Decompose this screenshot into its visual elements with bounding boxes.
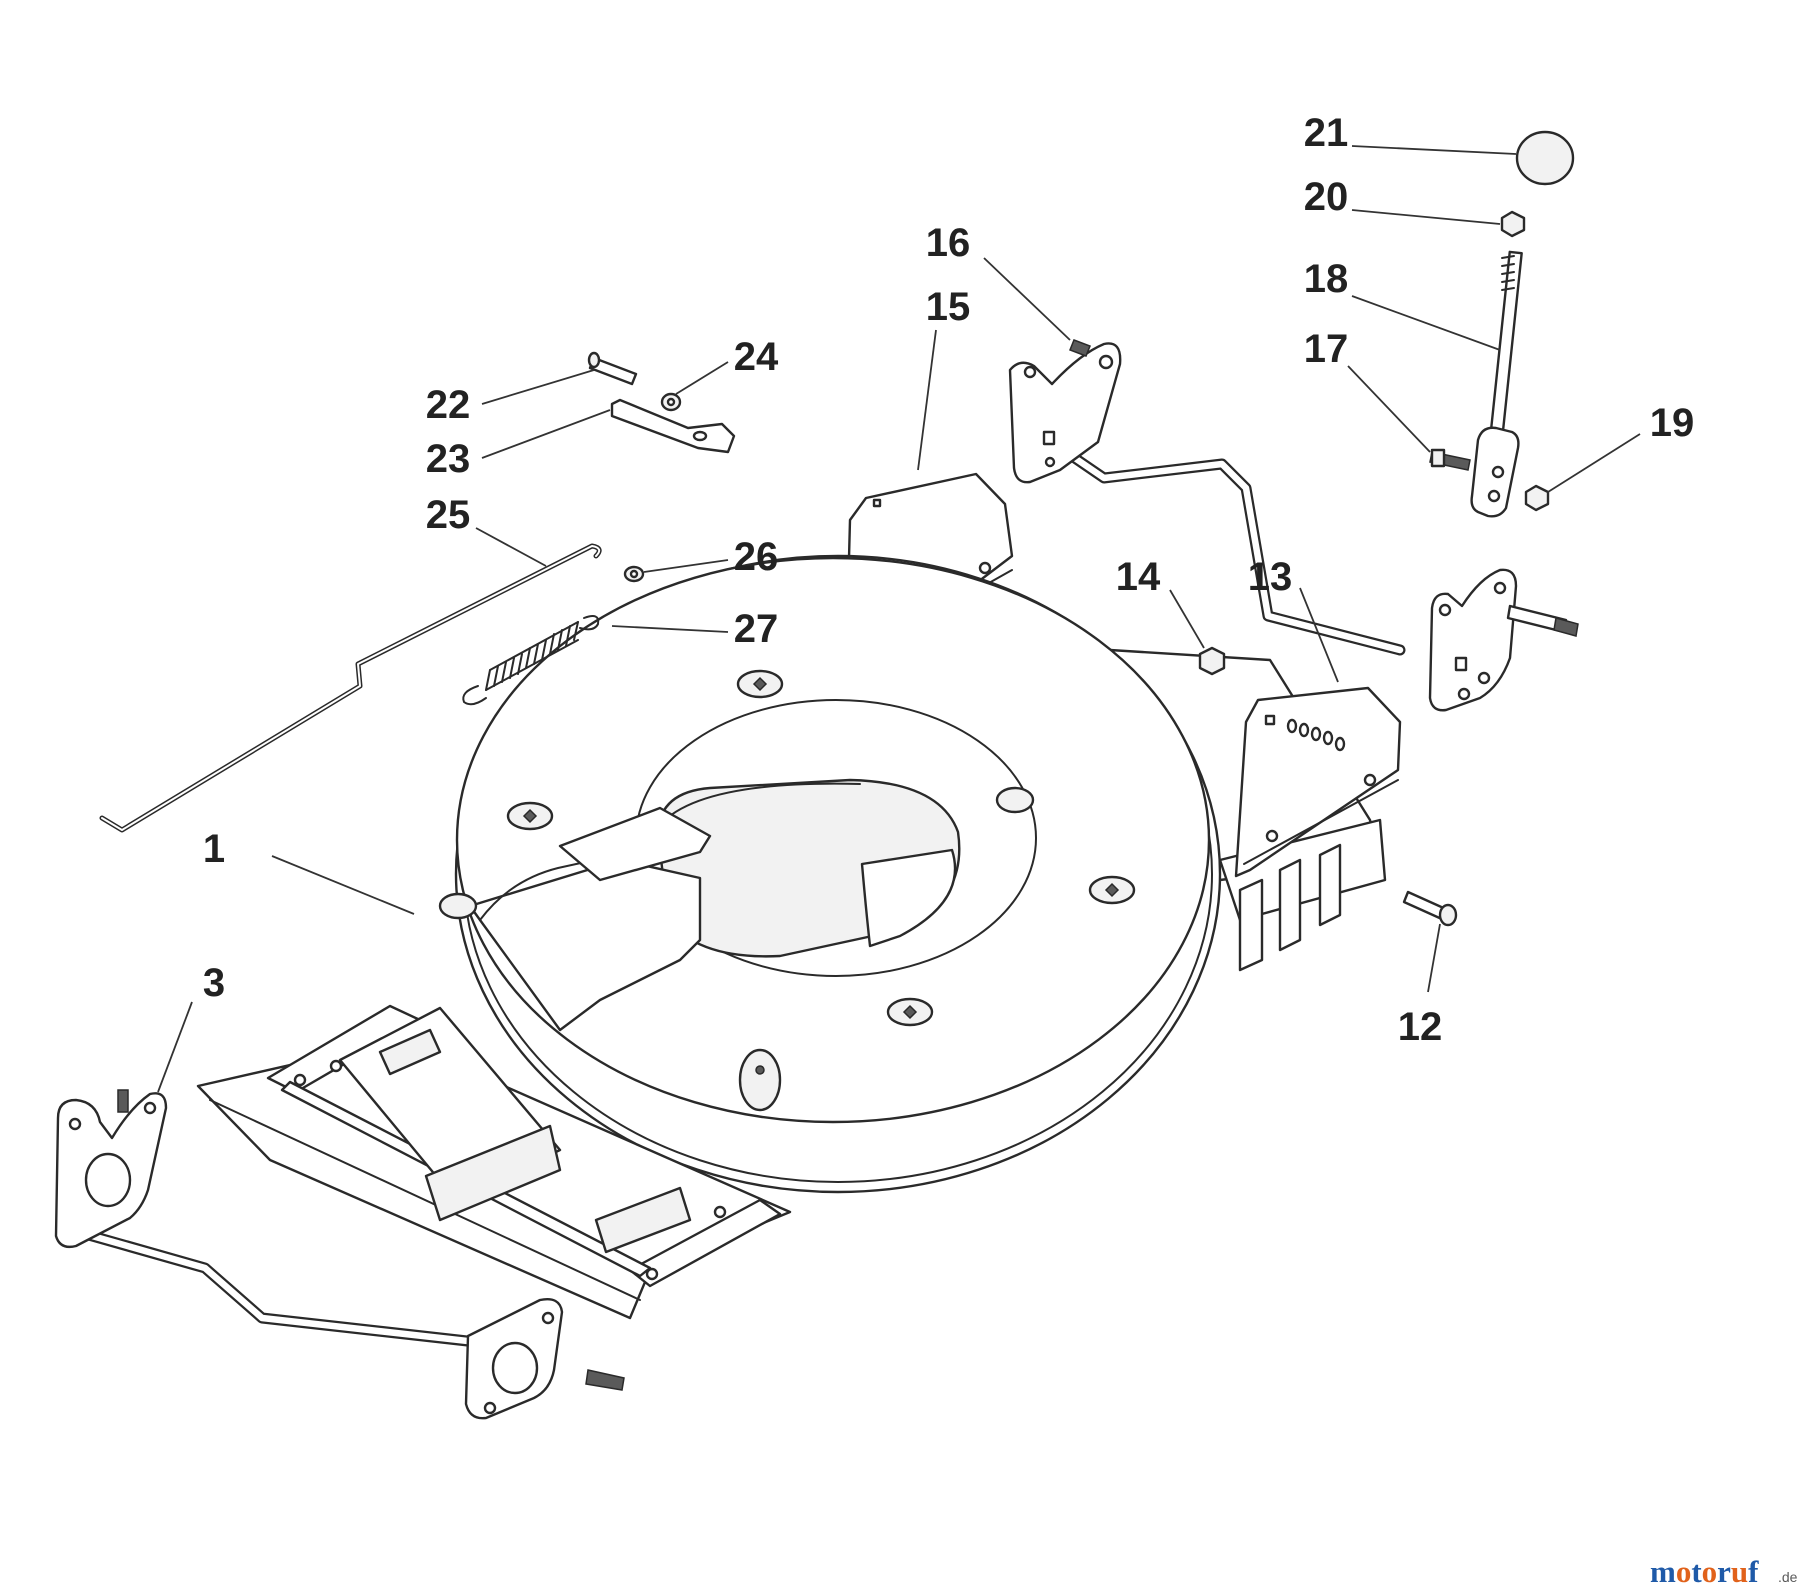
watermark-logo: motoruf .de [1650,1554,1798,1589]
watermark-tld: .de [1778,1569,1798,1585]
leader-19 [1547,433,1641,493]
front-right-bracket-hole [491,1341,539,1395]
bolt-16 [1069,339,1091,357]
callout-3: 3 [203,961,225,1005]
callout-13: 13 [1248,555,1293,599]
leader-22 [481,369,595,405]
callout-25: 25 [426,493,471,537]
watermark-letter: u [1731,1554,1748,1589]
mower-deck [438,554,1222,1194]
leader-20 [1351,209,1501,225]
watermark-letter: t [1691,1554,1702,1589]
nut-14 [1198,646,1226,676]
leader-27 [611,625,729,633]
deck-upper-flange [558,806,712,882]
lever-rod-18 [1489,250,1523,440]
front-axle-assembly [54,1089,625,1420]
leader-1 [271,855,415,915]
leader-12 [1427,923,1441,993]
small-hardware [99,351,736,833]
part-12-14-hardware [1198,646,1458,927]
callout-15: 15 [926,285,971,329]
rear-right-bracket [1428,568,1518,712]
rear-axle-assembly [1008,339,1579,712]
watermark-letter: o [1702,1554,1718,1589]
front-axle-rod-inner [74,1228,542,1350]
leader-25 [475,527,547,567]
nut-19 [1524,484,1550,512]
callout-1: 1 [203,827,225,871]
callout-23: 23 [426,437,471,481]
callout-26: 26 [734,535,779,579]
callout-22: 22 [426,383,471,427]
front-left-bracket-hole [84,1152,132,1208]
leader-23 [481,409,611,459]
nut-20 [1500,210,1526,238]
front-right-stub-pin [585,1369,625,1391]
callout-27: 27 [734,607,779,651]
callout-24: 24 [734,335,779,379]
front-bumper-plate [196,1004,792,1320]
leader-18 [1351,295,1501,351]
lever-knob-21 [1515,130,1575,186]
rear-left-bracket [1008,342,1122,484]
watermark-letter: m [1650,1554,1676,1589]
leader-lines [157,145,1641,1093]
leader-13 [1299,587,1339,683]
watermark-text: motoruf [1650,1554,1759,1589]
callout-20: 20 [1304,175,1349,219]
rear-right-plate [1234,686,1402,878]
leader-26 [643,559,729,573]
leader-17 [1347,365,1431,453]
callout-labels: 1 3 12 13 14 15 16 17 18 19 20 21 22 23 … [203,111,1694,1049]
watermark-letter: o [1676,1554,1692,1589]
rear-axle-rod [1060,446,1406,656]
callout-14: 14 [1116,555,1161,599]
rear-right-plate-holes [1286,718,1346,752]
leader-24 [675,361,729,395]
height-lever-assembly [1429,130,1575,518]
rear-axle-rod-inner [1062,448,1404,654]
spring-27 [462,615,600,706]
callout-16: 16 [926,221,971,265]
callout-18: 18 [1304,257,1349,301]
leader-16 [983,257,1071,341]
watermark-letter: f [1748,1554,1759,1589]
leader-21 [1351,145,1517,155]
callout-19: 19 [1650,401,1695,445]
watermark-letter: r [1717,1554,1731,1589]
deck-bolt-pads [438,669,1136,1112]
leader-15 [917,329,937,471]
leader-3 [157,1001,193,1093]
front-left-bracket-stud [117,1089,129,1113]
leader-14 [1169,589,1205,649]
callout-17: 17 [1304,327,1349,371]
callout-12: 12 [1398,1005,1443,1049]
callout-21: 21 [1304,111,1349,155]
